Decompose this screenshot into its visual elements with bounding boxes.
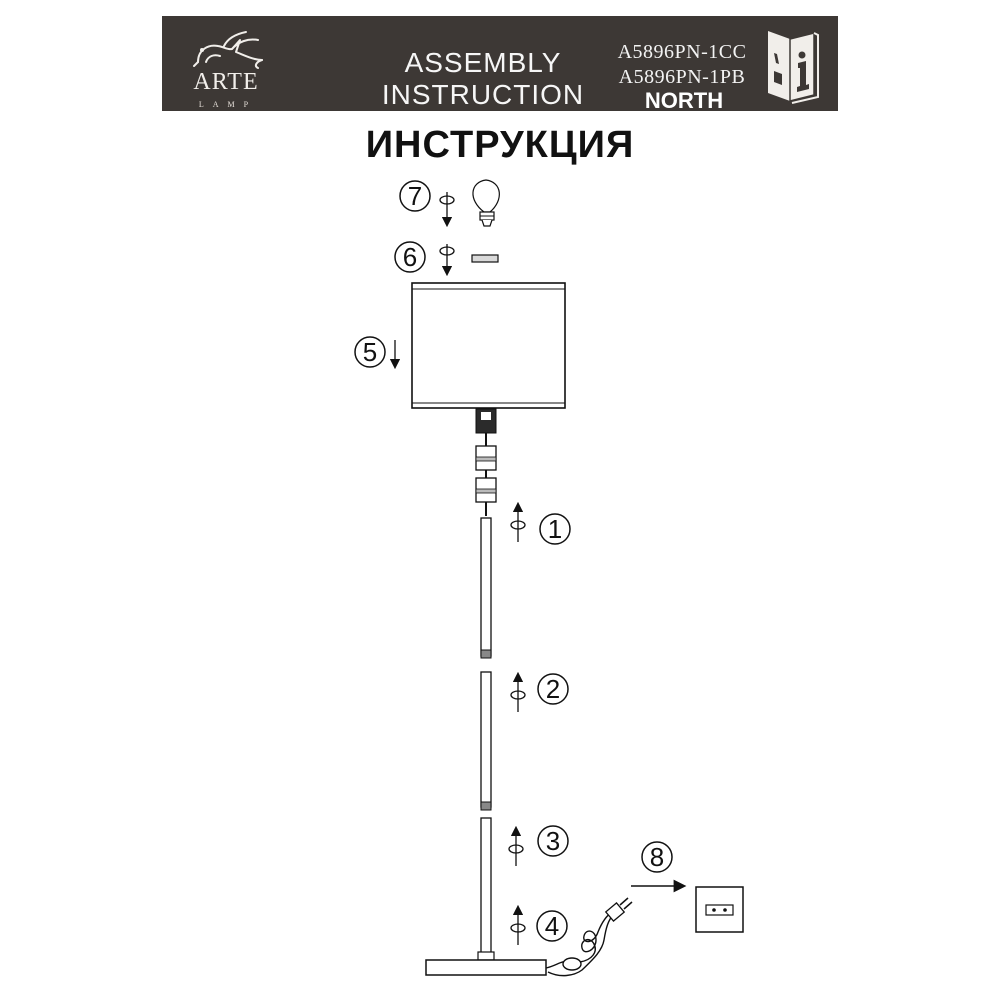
plug-icon [604, 897, 633, 923]
socket-assembly [475, 408, 497, 516]
power-cord-icon [545, 911, 615, 977]
header-title-line1: ASSEMBLY [404, 47, 562, 78]
shade-ring-part [471, 254, 499, 263]
step-5-group: 5 [354, 282, 566, 409]
griffin-logo-icon [193, 31, 263, 69]
step-8-badge [641, 841, 673, 873]
header-title-line2: INSTRUCTION [381, 79, 585, 110]
manual-info-icon [768, 31, 819, 104]
brand-name: ARTE [193, 69, 259, 95]
page-title: ИНСТРУКЦИЯ [365, 124, 635, 166]
model-code-2: A5896PN-1PB [618, 66, 746, 88]
step-1-group: 1 [510, 501, 571, 545]
step-2-group: 2 [510, 671, 569, 712]
rotate-up-icon [510, 671, 526, 712]
step-1-number: 1 [548, 514, 562, 544]
step-2-number: 2 [546, 674, 560, 704]
step-5-number: 5 [363, 337, 377, 367]
lower-pole-part [480, 817, 492, 955]
lamp-shade-part [411, 282, 566, 409]
step-2-badge [537, 673, 569, 705]
step-5-badge [354, 336, 386, 368]
step-1-badge [539, 513, 571, 545]
step-8-group: 8 [631, 841, 744, 933]
rotate-up-icon [510, 904, 526, 945]
middle-pole-part [480, 671, 492, 811]
step-6-badge [394, 241, 426, 273]
header-bar: ARTE LAMP ASSEMBLY INSTRUCTION A5896PN-1… [162, 16, 838, 113]
step-3-badge [537, 825, 569, 857]
rotate-up-icon [510, 501, 526, 542]
step-4-number: 4 [545, 911, 559, 941]
step-8-number: 8 [650, 842, 664, 872]
upper-pole-part [480, 517, 492, 659]
rotate-down-icon [439, 192, 455, 228]
light-bulb-icon [472, 179, 500, 227]
brand-subtitle: LAMP [198, 100, 258, 109]
model-name: NORTH [644, 88, 724, 113]
step-7-group: 7 [399, 179, 500, 228]
step-7-number: 7 [408, 181, 422, 211]
step-3-number: 3 [546, 826, 560, 856]
rotate-down-icon [439, 244, 455, 277]
step-4-badge [536, 910, 568, 942]
base-part [425, 951, 547, 976]
step-4-group: 4 [510, 904, 568, 945]
step-7-badge [399, 180, 431, 212]
wall-socket-icon [695, 886, 744, 933]
rotate-up-icon [508, 825, 524, 866]
step-6-group: 6 [394, 241, 499, 277]
step-6-number: 6 [403, 242, 417, 272]
model-code-1: A5896PN-1CC [617, 41, 747, 63]
step-3-group: 3 [508, 825, 569, 866]
